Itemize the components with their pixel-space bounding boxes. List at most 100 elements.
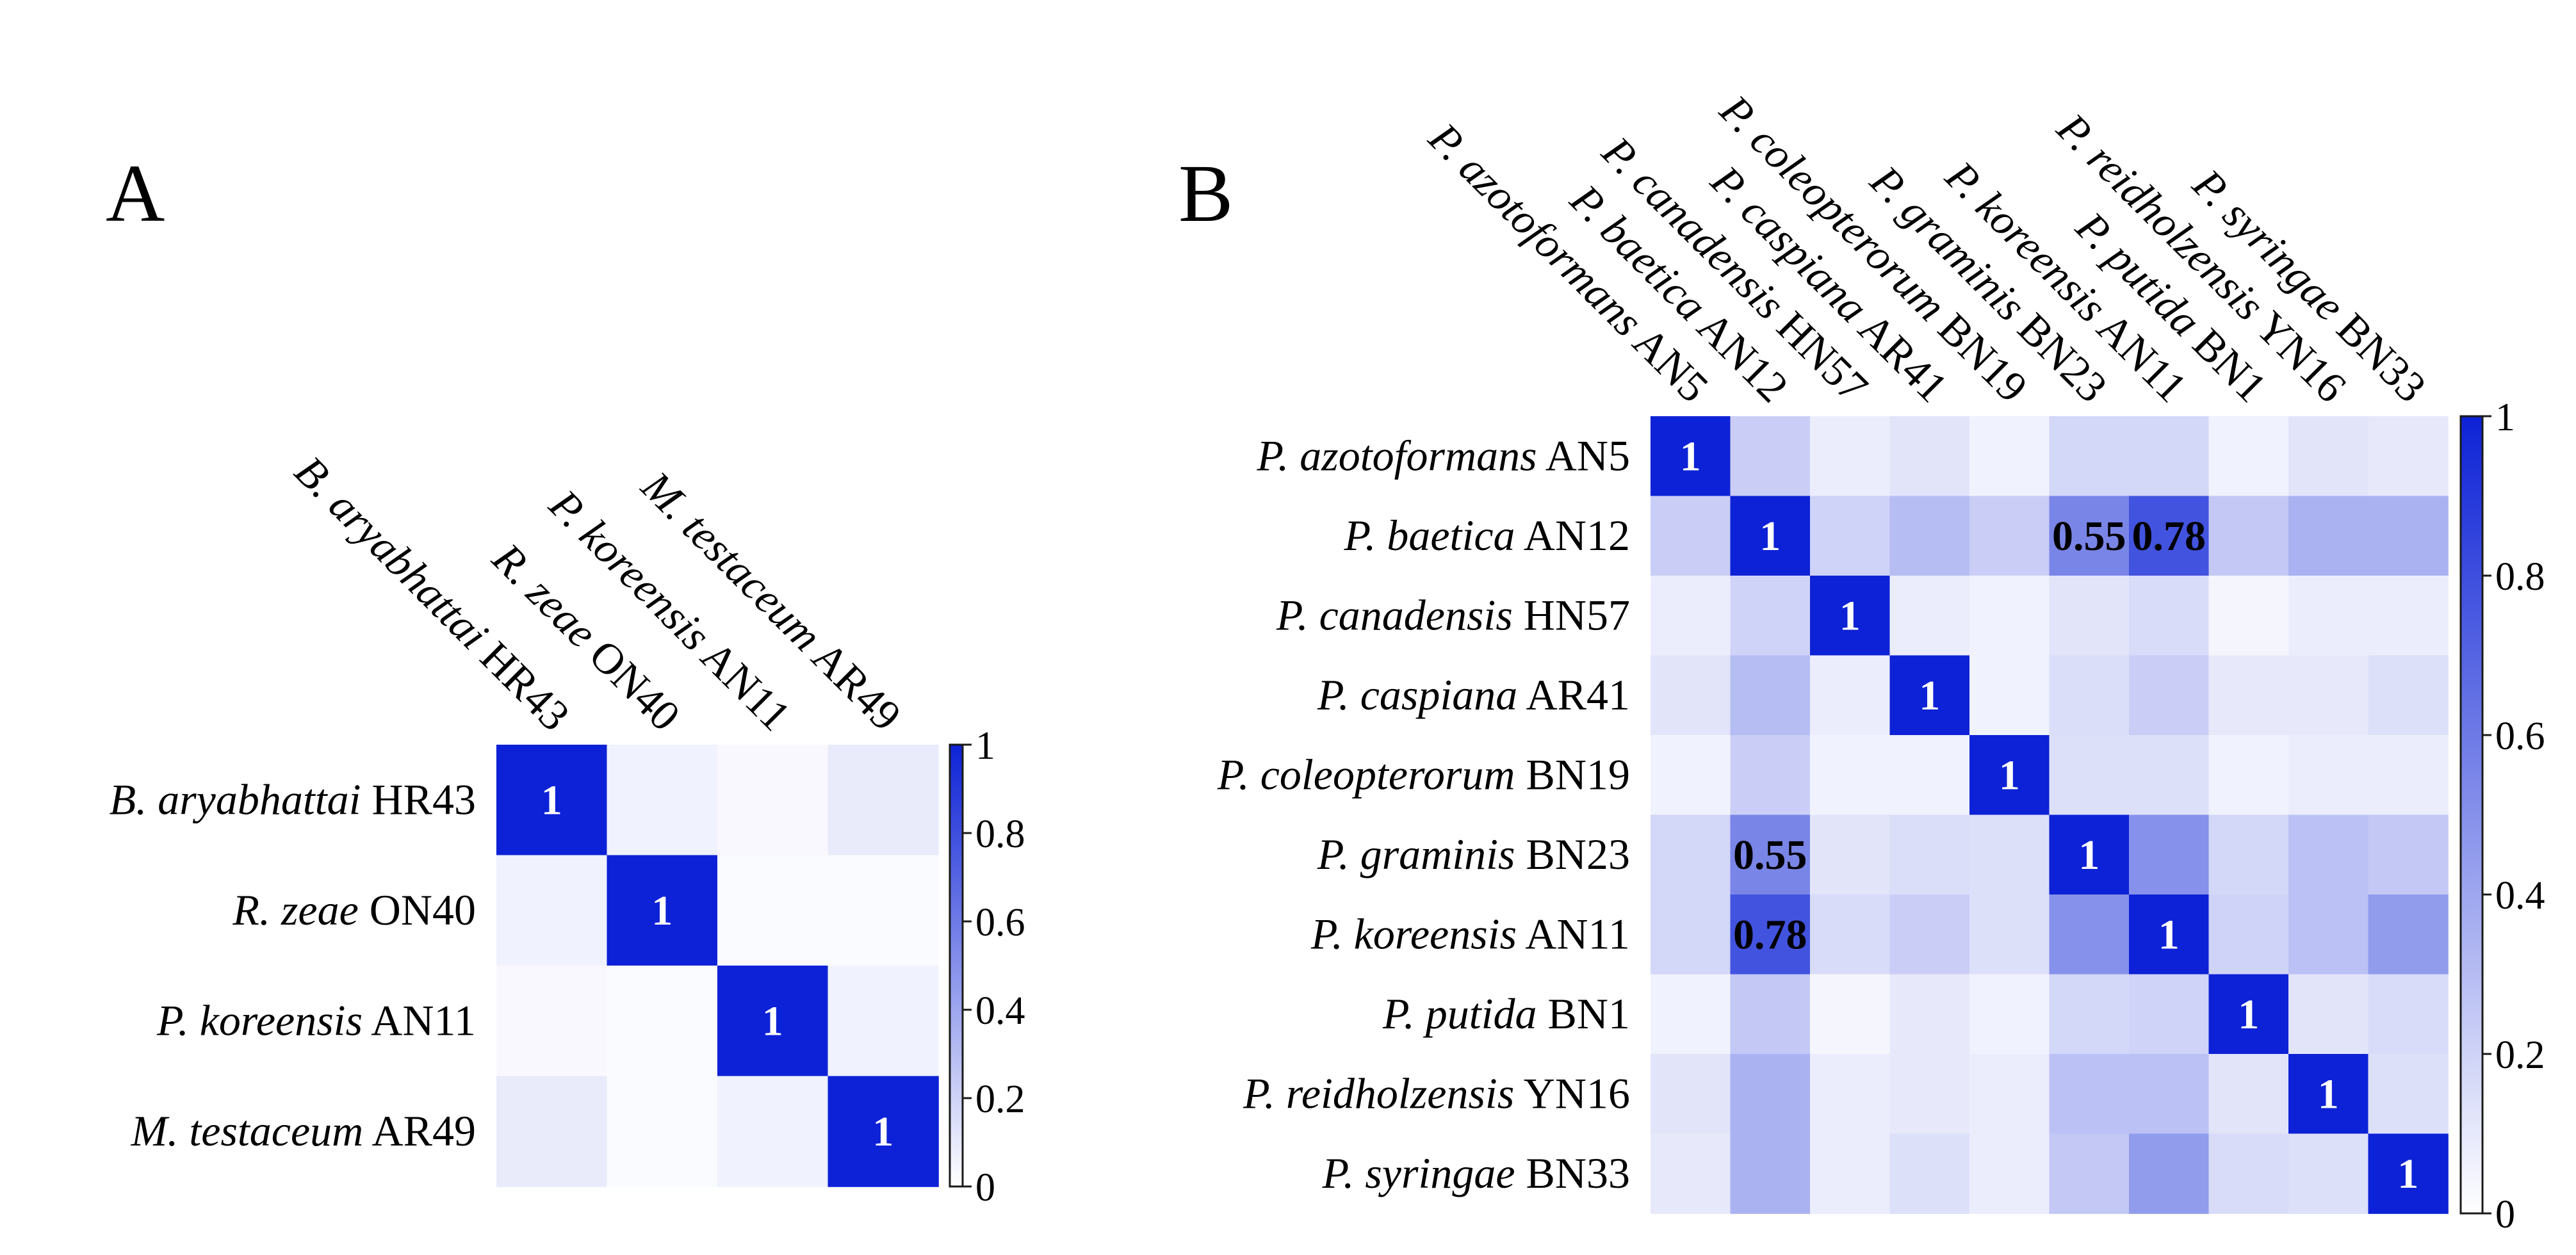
- heatmap-cell: [1730, 735, 1811, 816]
- row-label-species: zeae: [281, 886, 359, 934]
- heatmap-cell: [2129, 814, 2210, 895]
- colorbar-tick-label: 1: [975, 724, 995, 768]
- heatmap-cell: [2129, 655, 2210, 736]
- heatmap-cell: [1651, 576, 1731, 656]
- heatmap-cell: [2368, 576, 2449, 656]
- colorbar-gradient: [2459, 415, 2484, 1215]
- cell-value-label: 1: [2238, 991, 2259, 1038]
- heatmap-cell: [1889, 416, 1970, 497]
- colorbar-tick-label: 1: [2495, 396, 2515, 439]
- heatmap-cell: [2288, 974, 2369, 1055]
- colorbar: 00.20.40.60.81: [949, 724, 1025, 1210]
- heatmap-cell: [2368, 735, 2449, 816]
- row-label: P. canadensis HN57: [1276, 590, 1630, 639]
- heatmap-cell: [1889, 974, 1970, 1055]
- heatmap-cell: [2368, 974, 2449, 1055]
- row-label-species: aryabhattai: [158, 775, 361, 823]
- column-label-strain: AR49: [797, 626, 911, 740]
- heatmap-cells: [1651, 416, 2449, 1214]
- row-label: R. zeae ON40: [232, 886, 476, 934]
- heatmap-cell: [827, 855, 939, 966]
- colorbar: 00.20.40.60.81: [2459, 396, 2545, 1236]
- heatmap-cell: [1889, 1054, 1970, 1135]
- heatmap-cell: [1651, 814, 1731, 895]
- row-label-species: koreensis: [1354, 909, 1517, 958]
- heatmap-cell: [1651, 416, 1731, 497]
- cell-value-label: 0.78: [2132, 513, 2206, 560]
- heatmap-cell: [1969, 1133, 2050, 1214]
- heatmap-cell: [1730, 576, 1811, 656]
- row-label-species: putida: [1423, 989, 1537, 1038]
- heatmap-cell: [1730, 814, 1811, 895]
- heatmap-cell: [2049, 655, 2130, 736]
- heatmap-cell: [827, 966, 939, 1077]
- heatmap-cell: [2049, 735, 2130, 816]
- heatmap-cell: [2208, 1054, 2289, 1135]
- row-label-genus: B.: [110, 775, 158, 823]
- heatmap-cell: [2368, 814, 2449, 895]
- heatmap-cell: [1810, 974, 1891, 1055]
- heatmap-cell: [2208, 1133, 2289, 1214]
- heatmap-cell: [2288, 416, 2369, 497]
- heatmap-cell: [1969, 416, 2050, 497]
- heatmap-cell: [2368, 895, 2449, 975]
- heatmap-cell: [2129, 416, 2210, 497]
- row-label-species: graminis: [1360, 830, 1515, 878]
- heatmap-cell: [2208, 576, 2289, 656]
- heatmap-cell: [2208, 814, 2289, 895]
- heatmap-cell: [717, 966, 829, 1077]
- row-label-genus: P.: [1317, 830, 1360, 878]
- heatmap-cell: [2288, 1133, 2369, 1214]
- heatmap-cell: [717, 1076, 829, 1187]
- heatmap-cell: [496, 855, 608, 966]
- cell-value-label: 1: [1999, 752, 2020, 798]
- row-label-species: canadensis: [1319, 590, 1513, 639]
- heatmap-cell: [1730, 895, 1811, 975]
- row-label: P. baetica AN12: [1344, 511, 1630, 560]
- colorbar-tick-label: 0.8: [2495, 555, 2545, 599]
- heatmap-cell: [2049, 416, 2130, 497]
- heatmap-cell: [2049, 974, 2130, 1055]
- row-label-strain: HN57: [1513, 590, 1630, 639]
- heatmap-cell: [2129, 1133, 2210, 1214]
- heatmap-cell: [717, 745, 829, 856]
- row-label-genus: M.: [131, 1106, 190, 1155]
- heatmap-cell: [1730, 974, 1811, 1055]
- row-label: P. putida BN1: [1382, 989, 1630, 1038]
- heatmap-cell: [2208, 735, 2289, 816]
- cell-value-label: 1: [2078, 832, 2099, 878]
- cell-value-label: 0.55: [2052, 513, 2126, 560]
- heatmap-cell: [2368, 1133, 2449, 1214]
- row-label-strain: AR41: [1517, 670, 1630, 719]
- heatmap-cell: [1810, 735, 1891, 816]
- heatmap-cell: [2288, 496, 2369, 576]
- heatmap-cell: [2129, 895, 2210, 975]
- row-label-strain: BN23: [1515, 830, 1630, 878]
- row-label: P. reidholzensis YN16: [1243, 1069, 1630, 1117]
- row-label-species: reidholzensis: [1286, 1069, 1514, 1117]
- heatmap-cell: [2288, 814, 2369, 895]
- row-label-species: testaceum: [189, 1106, 363, 1155]
- panel-letter: A: [106, 148, 165, 239]
- heatmap-cell: [827, 745, 939, 856]
- row-label-strain: ON40: [359, 886, 476, 934]
- heatmap-cell: [1651, 655, 1731, 736]
- cell-value-label: 1: [762, 998, 783, 1044]
- heatmap-cell: [1889, 814, 1970, 895]
- heatmap-cell: [496, 966, 608, 1077]
- heatmap-cell: [1730, 655, 1811, 736]
- cell-value-label: 1: [1839, 592, 1861, 639]
- row-label-genus: P.: [1310, 909, 1354, 958]
- heatmap-cell: [2208, 895, 2289, 975]
- row-label: B. aryabhattai HR43: [110, 775, 476, 823]
- heatmap-cell: [607, 966, 718, 1077]
- colorbar-tick-label: 0.6: [2495, 715, 2545, 758]
- colorbar-tick-label: 0: [2495, 1193, 2515, 1236]
- colorbar-tick-label: 0.4: [2495, 874, 2545, 918]
- heatmap-cell: [2288, 1054, 2369, 1135]
- row-label-species: baetica: [1387, 511, 1515, 560]
- row-label: P. syringae BN33: [1322, 1149, 1630, 1197]
- colorbar-gradient: [949, 743, 964, 1188]
